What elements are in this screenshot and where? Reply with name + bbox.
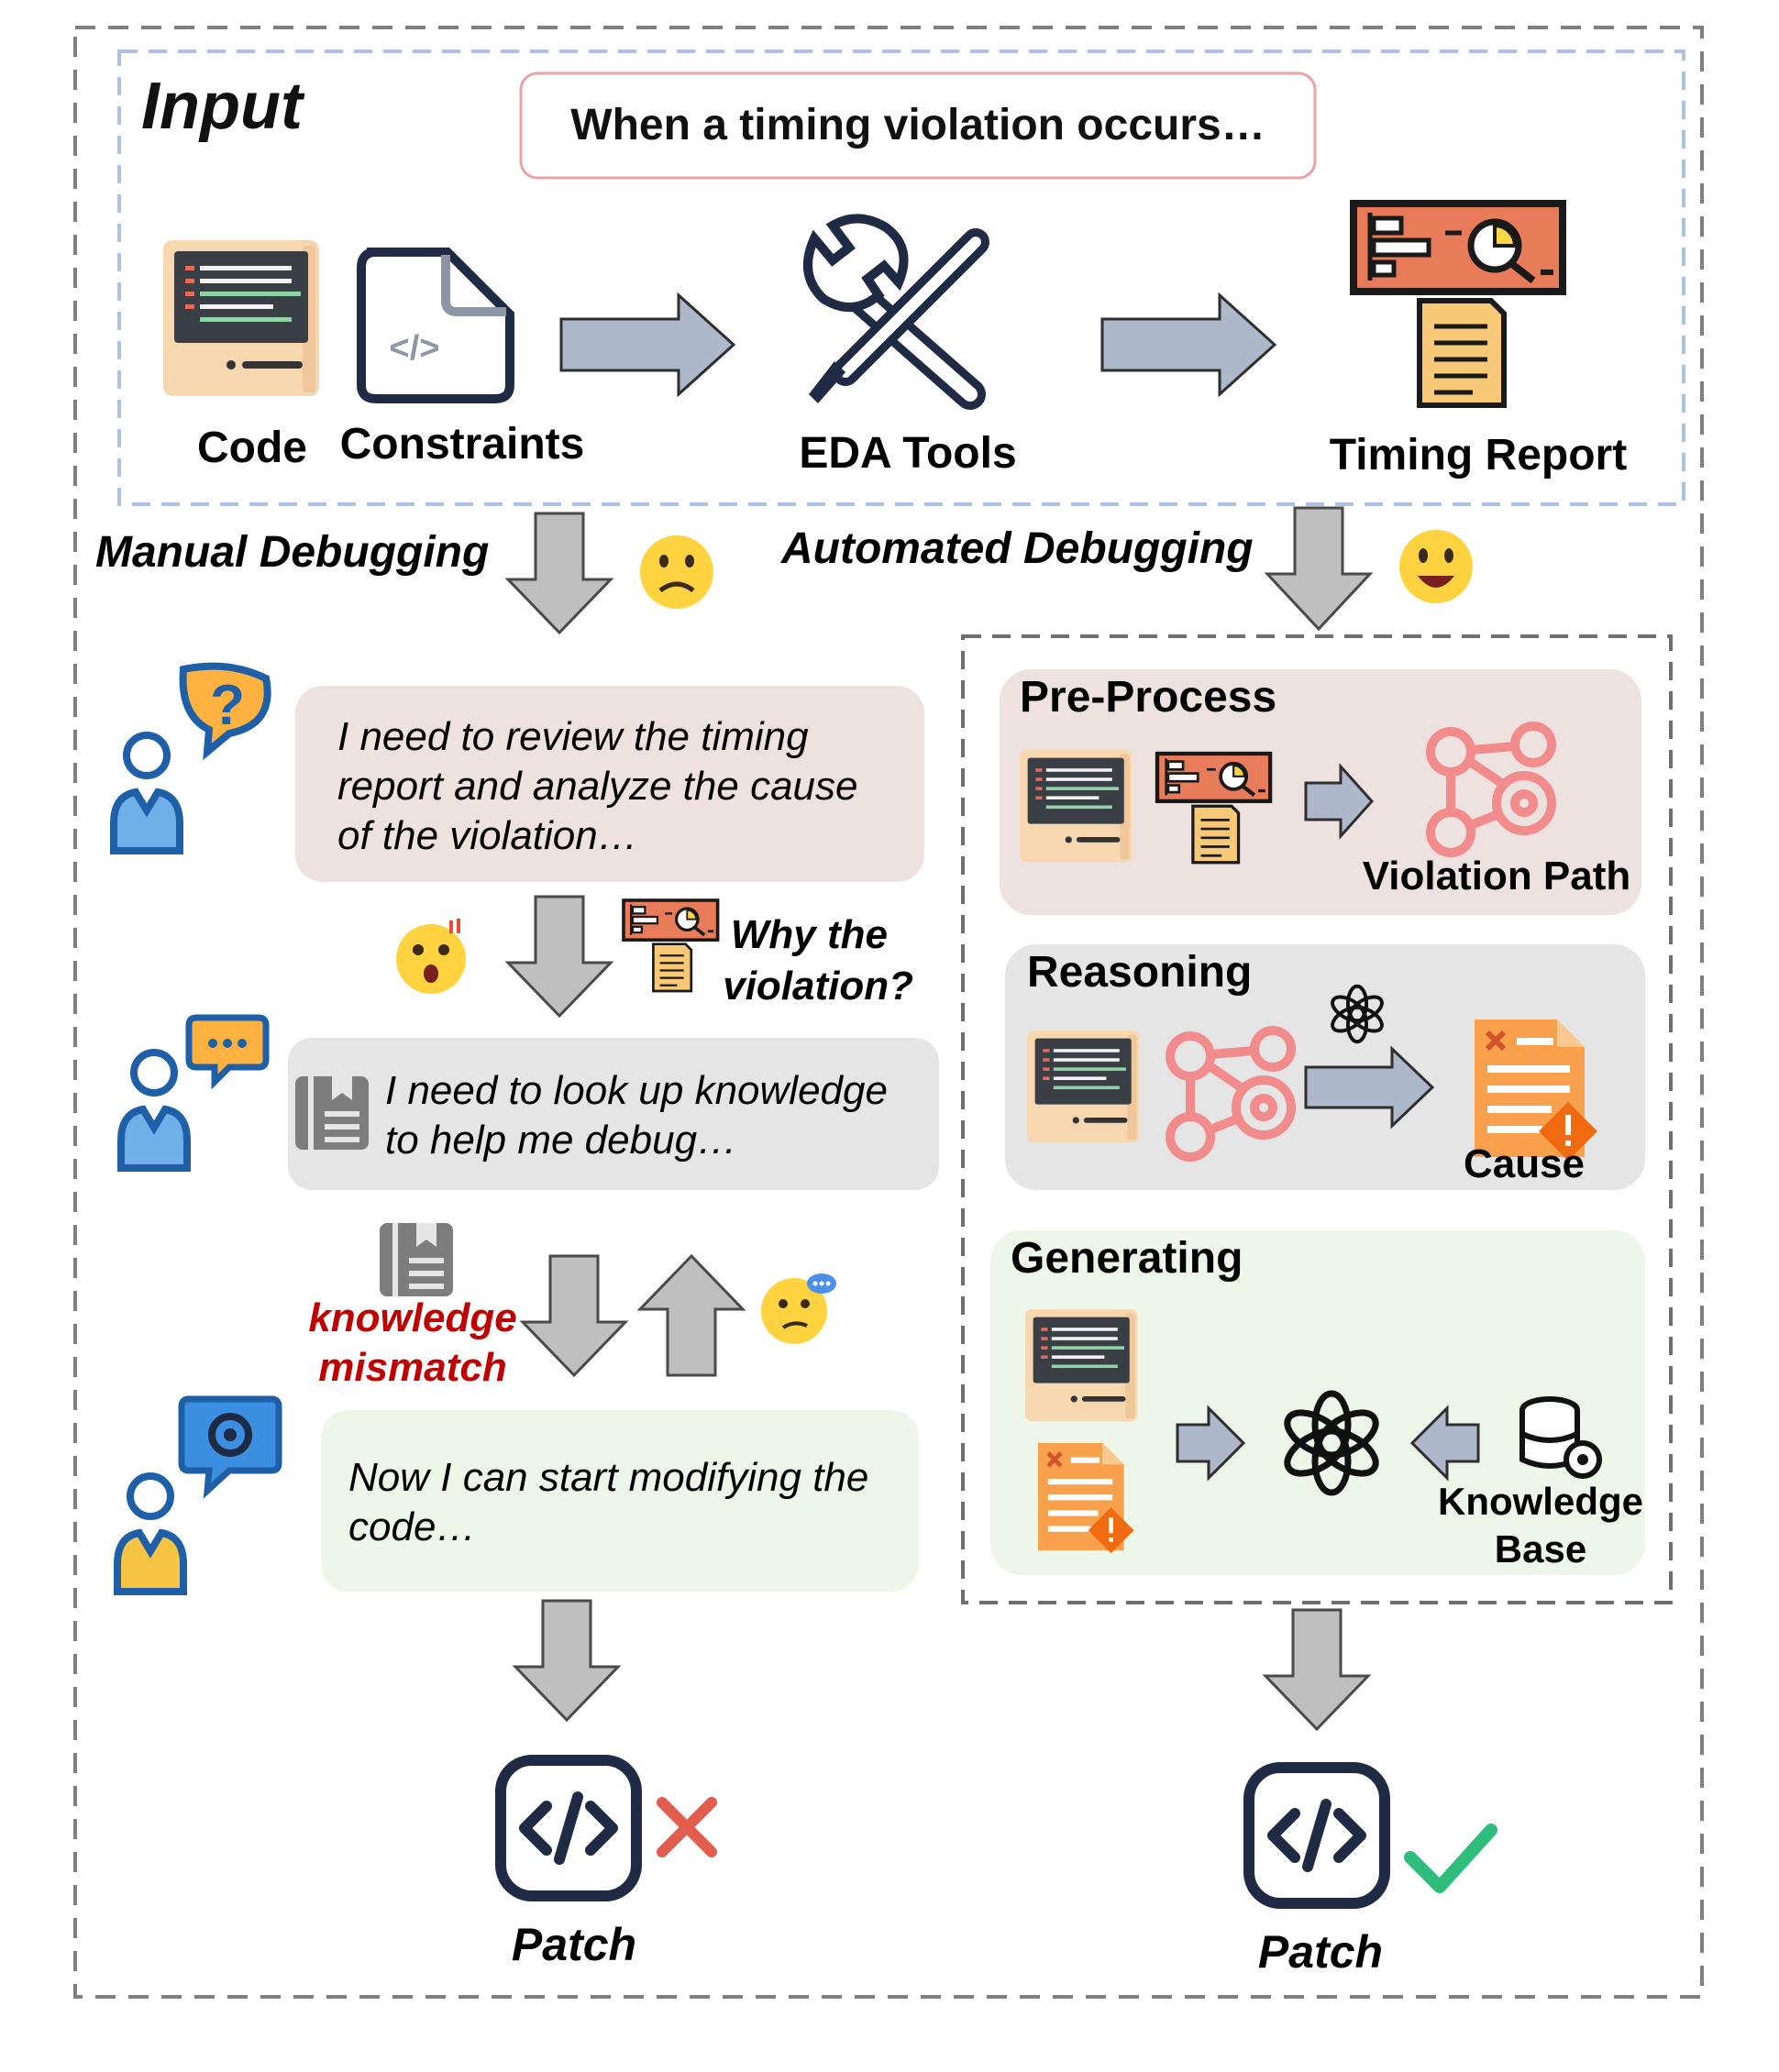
mismatch-line-1: knowledge [308,1295,516,1340]
manual-bubble-1-line-2: report and analyze the cause [337,764,858,809]
why-line-1: Why the [731,912,888,957]
person-gear-icon [117,1395,282,1592]
cross-icon [657,1797,717,1857]
manual-patch-label: Patch [512,1919,636,1970]
knowledge-base-icon [1519,1396,1602,1479]
arrow-reasoning [1304,1045,1435,1130]
person-question-icon: ? [114,662,271,851]
generating-title: Generating [1011,1234,1243,1283]
violation-path-label: Violation Path [1363,854,1631,898]
manual-patch-icon [501,1760,636,1896]
why-line-2: violation? [723,964,913,1008]
auto-patch-icon [1249,1768,1385,1903]
auto-patch-label: Patch [1258,1926,1383,1978]
arrow-eda-to-report [1100,292,1277,398]
manual-bubble-2-line-2: to help me debug… [385,1118,737,1163]
knowledge-base-line-1: Knowledge [1438,1480,1643,1523]
arrow-generating-left [1176,1405,1246,1482]
arrow-manual-down-2 [504,895,614,1019]
arrow-generating-right [1409,1405,1480,1482]
reasoning-title: Reasoning [1027,948,1252,997]
arrow-preprocess [1304,763,1375,840]
eda-tools-label: EDA Tools [799,429,1016,478]
generating-code-icon [1025,1309,1138,1422]
input-title: Input [141,70,305,143]
manual-debugging-title: Manual Debugging [95,528,489,577]
automated-debugging-title: Automated Debugging [780,524,1254,573]
why-report-icon [622,898,720,993]
shocked-face-icon [396,919,466,994]
input-section-border [117,50,1685,506]
manual-bubble-1-line-1: I need to review the timing [337,714,809,759]
knowledge-base-line-2: Base [1495,1527,1586,1571]
preprocess-code-icon [1020,750,1133,863]
manual-bubble-3-line-1: Now I can start modifying the [348,1455,868,1500]
check-icon [1404,1824,1497,1893]
cause-label: Cause [1464,1141,1585,1186]
sad-face-icon [640,535,713,609]
outer-border [73,26,1704,1999]
arrow-manual-down [504,512,614,635]
trigger-box [519,72,1317,180]
timing-report-icon [1354,204,1563,405]
manual-bubble-1 [295,686,924,882]
confused-face-icon [761,1273,836,1344]
svg-text:?: ? [210,674,245,737]
person-chat-icon [121,1014,270,1168]
code-icon [163,240,319,396]
preprocess-title: Pre-Process [1020,673,1276,722]
manual-bubble-1-line-3: of the violation… [337,813,638,858]
arrow-input-to-eda [559,292,736,398]
svg-text:</>: </> [390,329,440,368]
code-label: Code [197,424,307,472]
mismatch-line-2: mismatch [318,1345,506,1390]
knowledge-notebook-icon [295,1076,369,1150]
manual-bubble-2 [288,1038,939,1190]
timing-report-label: Timing Report [1330,431,1627,479]
manual-bubble-3-line-2: code… [348,1504,476,1549]
trigger-text: When a timing violation occurs… [570,101,1265,149]
arrow-mismatch-up [636,1253,746,1377]
arrow-auto-to-patch [1262,1608,1372,1732]
constraints-icon: </> [357,248,514,403]
mismatch-notebook-icon [380,1223,453,1296]
eda-tools-icon [803,214,989,410]
arrow-auto-down [1264,506,1374,632]
arrow-manual-to-patch [512,1599,622,1723]
happy-face-icon [1399,530,1473,603]
manual-bubble-3 [321,1410,919,1592]
manual-bubble-2-line-1: I need to look up knowledge [385,1068,888,1113]
automated-section-border [961,634,1673,1604]
reasoning-code-icon [1027,1030,1140,1143]
constraints-label: Constraints [340,420,585,468]
arrow-mismatch-down [519,1254,629,1378]
